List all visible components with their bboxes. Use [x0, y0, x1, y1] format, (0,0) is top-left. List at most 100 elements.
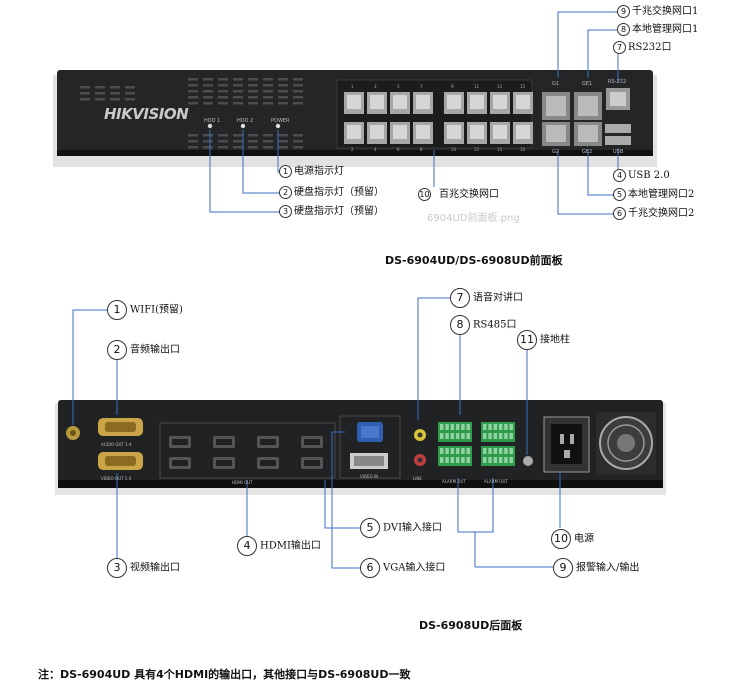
rj45-port-socket	[393, 95, 407, 109]
terminal-screw	[466, 457, 470, 463]
port-number: 15	[520, 84, 526, 89]
rj45-port-socket	[393, 125, 407, 139]
hdd1-label: HDD 1	[204, 118, 221, 124]
rj45-port-socket	[370, 125, 384, 139]
hdmi-port-socket	[304, 439, 320, 445]
terminal-screw	[498, 424, 503, 430]
terminal-screw	[466, 433, 470, 439]
ge2-label: GE2	[582, 149, 593, 155]
port-number: 1	[351, 84, 354, 89]
hdd2-label: HDD 2	[237, 118, 254, 124]
usb-label: USB	[613, 149, 624, 155]
port-number: 12	[474, 147, 480, 152]
terminal-screw	[504, 457, 508, 463]
port-number: 5	[397, 84, 400, 89]
rj45-port-socket	[516, 125, 530, 139]
rj45-port-socket	[370, 95, 384, 109]
hdmi-out-label: HDMI OUT	[232, 480, 253, 485]
port-number: 8	[420, 147, 423, 152]
hdmi-port-socket	[216, 439, 232, 445]
terminal-screw	[440, 424, 444, 430]
terminal-screw	[483, 457, 487, 463]
rj45-port-socket	[516, 95, 530, 109]
terminal-screw	[455, 433, 460, 439]
terminal-screw	[498, 448, 503, 454]
terminal-screw	[509, 433, 513, 439]
audio-out-label: AUDIO OUT 1-4	[101, 442, 132, 447]
terminal-screw	[493, 433, 498, 439]
port-number: 11	[474, 84, 480, 89]
terminal-screw	[466, 424, 470, 430]
port-number: 7	[420, 84, 423, 89]
brand-logo: HIKVISION	[104, 105, 189, 123]
terminal-screw	[440, 448, 444, 454]
rj45-port-socket	[447, 125, 461, 139]
terminal-screw	[488, 424, 492, 430]
rear-caption: DS-6908UD后面板	[419, 619, 523, 632]
g1-label: G1	[552, 81, 560, 87]
port-number: 6	[397, 147, 400, 152]
terminal-screw	[455, 457, 460, 463]
terminal-screw	[504, 424, 508, 430]
terminal-screw	[493, 424, 498, 430]
alarm-out-label-1: ALARM OUT	[442, 479, 466, 484]
terminal-screw	[466, 448, 470, 454]
rj45-port-socket	[416, 125, 430, 139]
terminal-screw	[450, 457, 455, 463]
terminal-screw	[483, 433, 487, 439]
rj45-port-socket	[493, 95, 507, 109]
terminal-screw	[504, 433, 508, 439]
g2-label: G2	[552, 149, 560, 155]
terminal-screw	[461, 457, 465, 463]
port-number: 9	[451, 84, 454, 89]
terminal-screw	[488, 457, 492, 463]
rj45-port-socket	[347, 95, 361, 109]
power-label: POWER	[271, 118, 290, 124]
hdmi-port-socket	[260, 439, 276, 445]
terminal-screw	[509, 424, 513, 430]
rs232-label: RS-232	[608, 79, 626, 85]
ge1-label: GE1	[582, 81, 593, 87]
terminal-screw	[509, 457, 513, 463]
terminal-screw	[445, 433, 449, 439]
hdmi-ports	[169, 436, 323, 469]
terminal-screw	[493, 457, 498, 463]
terminal-screw	[509, 448, 513, 454]
video-out-label: VIDEO OUT 1-4	[101, 476, 132, 481]
rj45-port-socket	[470, 125, 484, 139]
rj45-port-socket	[493, 125, 507, 139]
line-label: LINE	[413, 476, 422, 481]
faded-filename: 6904UD前面板.png	[427, 213, 520, 224]
terminal-screw	[461, 448, 465, 454]
hdmi-port-socket	[216, 460, 232, 466]
rj45-port-socket	[470, 95, 484, 109]
hdmi-port-socket	[304, 460, 320, 466]
port-number: 10	[451, 147, 457, 152]
terminal-screw	[488, 448, 492, 454]
alarm-out-label-2: ALARM OUT	[484, 479, 508, 484]
hdmi-port-socket	[172, 439, 188, 445]
terminal-screw	[488, 433, 492, 439]
port-number: 2	[351, 147, 354, 152]
rear-panel	[55, 400, 666, 495]
terminal-screw	[445, 448, 449, 454]
terminal-screw	[498, 433, 503, 439]
